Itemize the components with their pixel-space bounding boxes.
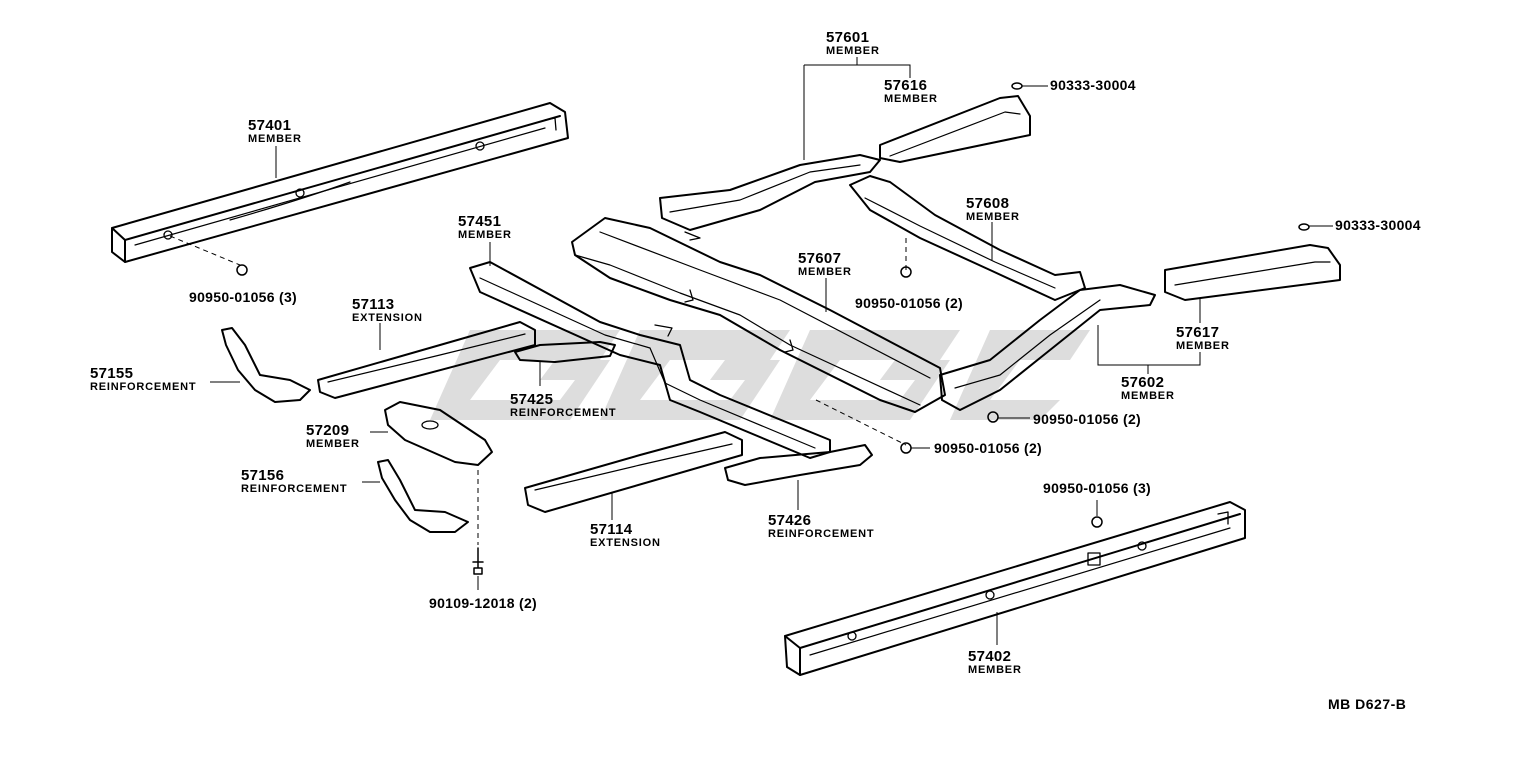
part-number: 57155 [90,365,134,382]
part-name: MEMBER [458,229,512,241]
part-number: 57425 [510,391,554,408]
hardware-label-90950-right: 90950-01056 (2) [1033,411,1142,427]
part-name: MEMBER [968,664,1022,676]
part-label-57607: 57607 MEMBER [798,251,852,278]
part-label-57209: 57209 MEMBER [306,423,360,450]
part-number: 57156 [241,467,285,484]
part-label-57425: 57425 REINFORCEMENT [510,392,616,419]
part-label-57602: 57602 MEMBER [1121,375,1175,402]
part-label-57401: 57401 MEMBER [248,118,302,145]
part-number: 57601 [826,29,870,46]
part-name: EXTENSION [590,537,661,549]
part-number: 57451 [458,213,502,230]
part-57114-drawing [524,431,743,513]
part-57617-drawing [1164,244,1341,301]
part-label-57426: 57426 REINFORCEMENT [768,513,874,540]
leader-lines [169,57,1333,645]
part-name: REINFORCEMENT [510,407,617,419]
hardware-label-90333-right: 90333-30004 [1335,217,1421,233]
part-57209-drawing [384,401,493,466]
hardware-label-90950-center: 90950-01056 (2) [855,295,964,311]
part-57451-drawing [469,261,831,459]
part-label-57113: 57113 EXTENSION [352,297,423,324]
part-57426-drawing [724,444,873,486]
hardware-label-90950-lower: 90950-01056 (2) [934,440,1043,456]
part-57156-drawing [377,459,469,533]
part-57602-drawing [939,284,1156,411]
part-name: REINFORCEMENT [241,483,348,495]
part-name: REINFORCEMENT [768,528,875,540]
diagram-code: MB D627-B [1328,696,1407,712]
part-number: 57607 [798,250,842,267]
part-57608-drawing [849,175,1086,301]
part-label-57156: 57156 REINFORCEMENT [241,468,347,495]
part-number: 57113 [352,296,395,313]
part-label-57114: 57114 EXTENSION [590,522,661,549]
part-number: 57209 [306,422,350,439]
part-name: MEMBER [798,266,852,278]
part-number: 57608 [966,195,1010,212]
part-number: 57426 [768,512,812,529]
part-57607-drawing [571,217,946,413]
part-name: MEMBER [248,133,302,145]
part-57425-drawing [514,341,616,363]
part-57601-drawing [659,154,881,241]
part-number: 57602 [1121,374,1165,391]
part-label-57402: 57402 MEMBER [968,649,1022,676]
hardware-label-90333-top: 90333-30004 [1050,77,1136,93]
part-number: 57616 [884,77,928,94]
part-label-57601: 57601 MEMBER [826,30,880,57]
part-label-57451: 57451 MEMBER [458,214,512,241]
part-number: 57114 [590,521,633,538]
part-name: EXTENSION [352,312,423,324]
part-name: MEMBER [966,211,1020,223]
part-name: MEMBER [1121,390,1175,402]
part-name: MEMBER [884,93,938,105]
part-name: MEMBER [826,45,880,57]
hardware-label-90109: 90109-12018 (2) [429,595,538,611]
part-number: 57402 [968,648,1012,665]
fastener-glyphs [236,82,1310,575]
part-57616-drawing [879,95,1031,163]
part-name: MEMBER [306,438,360,450]
part-57113-drawing [317,321,536,399]
part-57155-drawing [221,327,311,403]
part-name: REINFORCEMENT [90,381,197,393]
hardware-label-90950-left: 90950-01056 (3) [189,289,298,305]
part-label-57155: 57155 REINFORCEMENT [90,366,196,393]
part-57401-drawing [111,102,569,263]
part-label-57616: 57616 MEMBER [884,78,938,105]
part-label-57617: 57617 MEMBER [1176,325,1230,352]
part-label-57608: 57608 MEMBER [966,196,1020,223]
part-number: 57401 [248,117,292,134]
part-name: MEMBER [1176,340,1230,352]
hardware-label-90950-bottom-right: 90950-01056 (3) [1043,480,1152,496]
part-57402-drawing [784,501,1246,676]
part-number: 57617 [1176,324,1220,341]
